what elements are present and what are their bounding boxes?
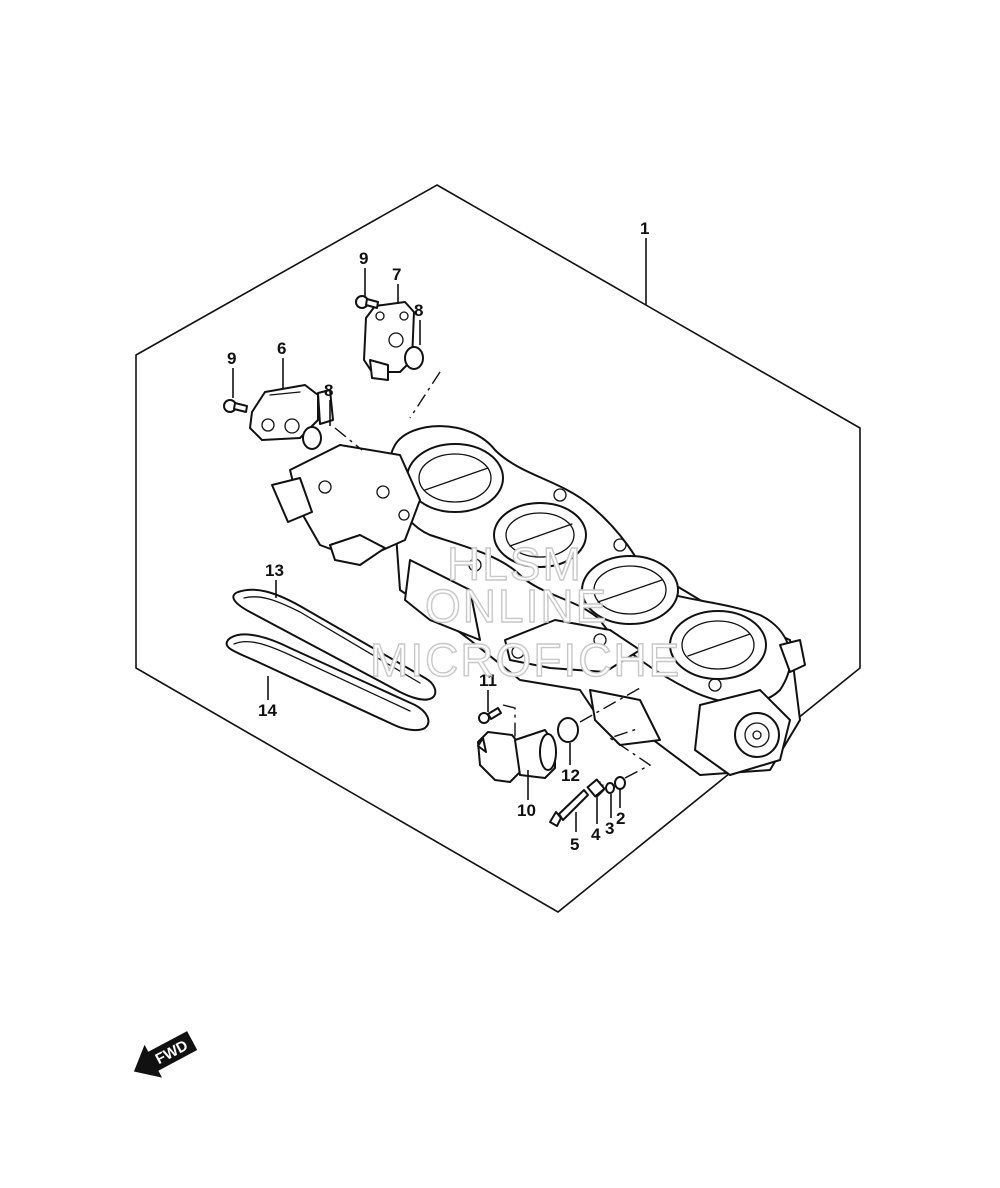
assembly-outline — [135, 184, 861, 913]
callout-3: 3 — [605, 819, 614, 838]
callout-12: 12 — [561, 766, 580, 785]
callout-9-lower: 9 — [227, 349, 236, 368]
callout-4: 4 — [591, 825, 601, 844]
callout-14: 14 — [258, 701, 277, 720]
sensor-part-6 — [249, 384, 334, 441]
callout-7: 7 — [392, 265, 401, 284]
o-ring-8-lower — [302, 426, 322, 450]
callout-10: 10 — [517, 801, 536, 820]
sensor-part-10 — [477, 729, 557, 783]
callout-8-upper: 8 — [414, 301, 423, 320]
alignment-line-12 — [579, 687, 641, 723]
gasket-14 — [225, 633, 430, 732]
o-ring-12 — [557, 717, 579, 743]
screw-9-lower — [223, 399, 248, 413]
washer-3 — [605, 782, 615, 794]
forward-arrow-icon: FWD — [133, 1031, 198, 1078]
throttle-body-assembly — [271, 425, 806, 776]
screw-9-upper — [355, 295, 379, 309]
svg-text:MICROFICHE: MICROFICHE — [370, 634, 681, 686]
gasket-13 — [232, 588, 437, 701]
spring-4 — [586, 778, 606, 798]
o-ring-2 — [614, 776, 626, 790]
callout-2: 2 — [616, 809, 625, 828]
watermark: HLSM ONLINE MICROFICHE — [369, 537, 681, 686]
callout-1: 1 — [640, 219, 649, 238]
callout-6: 6 — [277, 339, 286, 358]
screw-5 — [549, 789, 589, 827]
o-ring-8-upper — [404, 346, 424, 370]
alignment-line-6 — [334, 427, 363, 451]
alignment-line-7 — [409, 371, 441, 419]
svg-text:HLSM: HLSM — [447, 538, 583, 590]
svg-text:ONLINE: ONLINE — [425, 580, 608, 632]
callout-5: 5 — [570, 835, 579, 854]
alignment-line-2 — [608, 727, 652, 779]
callout-13: 13 — [265, 561, 284, 580]
sensor-part-7 — [363, 301, 415, 381]
screw-11 — [478, 707, 502, 724]
alignment-line-10 — [502, 704, 516, 740]
callout-8-lower: 8 — [324, 381, 333, 400]
callout-9-upper: 9 — [359, 249, 368, 268]
callout-11: 11 — [479, 671, 497, 690]
